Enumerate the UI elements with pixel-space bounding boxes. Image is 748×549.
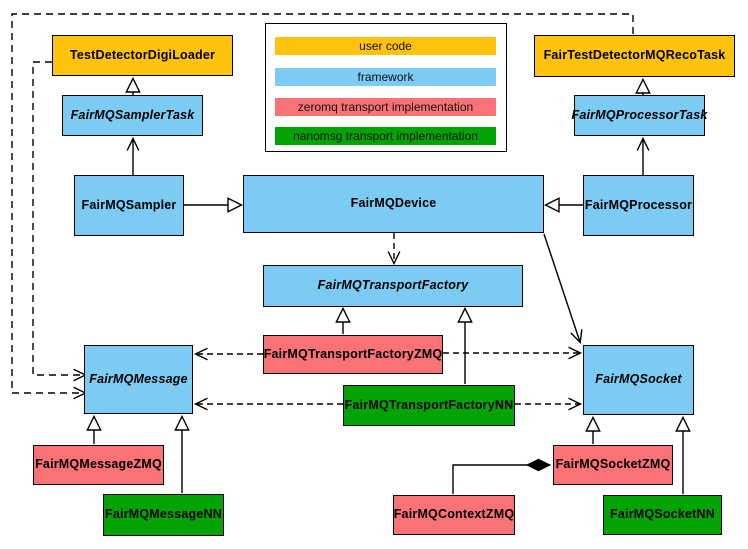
node-fairmqmessagenn: FairMQMessageNN <box>103 494 224 536</box>
node-fairmqsampler: FairMQSampler <box>74 175 184 236</box>
node-fairmqsocketzmq: FairMQSocketZMQ <box>553 445 673 485</box>
legend-item-user-code: user code <box>275 37 496 55</box>
node-testdetectordigiloader: TestDetectorDigiLoader <box>52 35 233 76</box>
node-fairmqmessagezmq: FairMQMessageZMQ <box>33 445 164 485</box>
node-fairmqtransportfactory: FairMQTransportFactory <box>263 265 523 307</box>
node-fairmqprocessortask: FairMQProcessorTask <box>571 95 707 136</box>
legend-item-nanomsg: nanomsg transport implementation <box>275 127 496 145</box>
node-fairmqsocket: FairMQSocket <box>583 345 694 415</box>
legend-item-zeromq: zeromq transport implementation <box>275 98 496 116</box>
node-fairmqcontextzmq: FairMQContextZMQ <box>393 495 515 535</box>
node-fairmqtransportfactorynn: FairMQTransportFactoryNN <box>343 385 515 426</box>
node-fairmqprocessor: FairMQProcessor <box>583 175 694 236</box>
node-fairmqmessage: FairMQMessage <box>84 345 193 414</box>
edge-recotask-to-message <box>11 13 634 400</box>
legend: user code framework zeromq transport imp… <box>265 23 507 152</box>
node-fairmqsamplertask: FairMQSamplerTask <box>62 95 203 136</box>
node-fairmqtransportfactoryzmq: FairMQTransportFactoryZMQ <box>263 335 443 374</box>
node-fairmqdevice: FairMQDevice <box>243 175 544 233</box>
edge-device-to-socket <box>543 233 583 345</box>
legend-item-framework: framework <box>275 68 496 86</box>
node-fairtestdetectormqrecotask: FairTestDetectorMQRecoTask <box>534 35 735 77</box>
node-fairmqsocketnn: FairMQSocketNN <box>603 495 722 535</box>
edge-contextzmq-to-socketzmq <box>452 458 552 494</box>
